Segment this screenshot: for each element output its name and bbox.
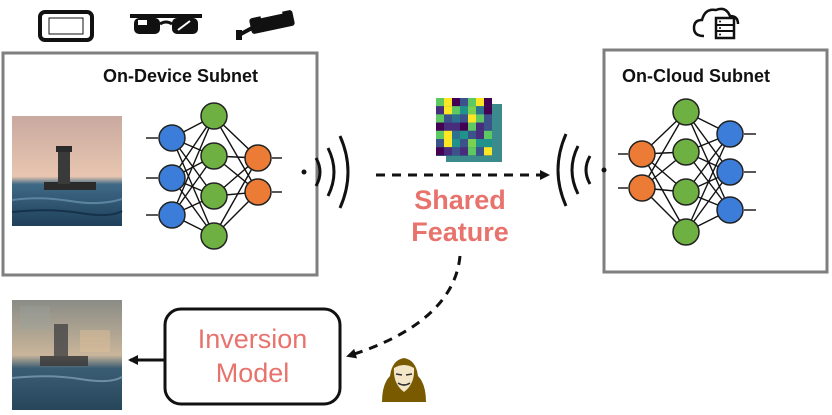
hacker-icon [382,358,426,402]
feature-map-cell [452,139,460,148]
feature-map-cell [468,139,476,148]
feature-map-cell [476,122,484,131]
feature-map-cell [460,139,468,148]
feature-map-cell [468,98,476,107]
feature-map-cell [444,114,452,123]
feature-map-cell [452,147,460,156]
feature-map-cell [484,122,492,131]
smartphone-icon [38,10,94,42]
smart-glasses-icon [130,14,202,34]
feature-map-cell [436,122,444,131]
feature-map-cell [484,130,492,139]
feature-map-cell [476,139,484,148]
feature-map-cell [436,98,444,107]
cloud-server-icon [692,7,740,40]
feature-map-cell [444,98,452,107]
feature-map-cell [436,114,444,123]
feature-map-cell [444,130,452,139]
feature-map-cell [476,114,484,123]
feature-map-cell [468,106,476,115]
reconstructed-image [11,300,123,410]
inversion-model-label: Inversion Model [165,322,340,390]
feature-map-cell [468,122,476,131]
inversion-model-line2: Model [215,358,290,388]
feature-map-cell [460,114,468,123]
feature-map-cell [476,147,484,156]
inversion-model-line1: Inversion [197,324,308,354]
feature-map-cell [452,130,460,139]
feature-map-cell [484,139,492,148]
feature-map-cell [436,130,444,139]
feature-map-cell [436,106,444,115]
feature-map-cell [460,122,468,131]
cloud-wireless-signal-icon [556,133,607,207]
wireless-signal-icon [301,135,350,209]
feature-map-cell [476,98,484,107]
feature-map-cell [444,139,452,148]
feature-map-cell [468,147,476,156]
feature-map-cell [452,98,460,107]
on-device-subnet-title: On-Device Subnet [103,66,259,86]
feature-map-cell [484,98,492,107]
feature-map-cell [444,106,452,115]
feature-map-cell [436,139,444,148]
feature-map-cell [444,122,452,131]
feature-map-cell [476,106,484,115]
cloud-network-nodes [628,98,744,246]
shared-feature-line2: Feature [411,217,509,247]
feature-map-cell [460,147,468,156]
feature-map-icon [436,98,502,162]
feature-map-cell [460,106,468,115]
feature-map-cell [452,122,460,131]
feature-map-cell [452,114,460,123]
feature-map-cell [460,98,468,107]
feature-map-cell [476,130,484,139]
feature-map-cell [452,106,460,115]
feature-map-cell [484,147,492,156]
interception-arrow [346,255,462,359]
feature-map-cell [460,130,468,139]
feature-map-cell [468,130,476,139]
security-camera-icon [236,7,295,40]
device-network-nodes [158,102,272,250]
feature-map-cell [436,147,444,156]
input-image [11,116,123,226]
on-cloud-subnet-title: On-Cloud Subnet [622,66,770,86]
feature-map-cell [444,147,452,156]
shared-feature-label: Shared Feature [392,184,528,248]
feature-map-cell [468,114,476,123]
shared-feature-line1: Shared [414,185,506,215]
feature-map-cell [484,106,492,115]
feature-map-cell [484,114,492,123]
inversion-model-box [163,307,342,406]
